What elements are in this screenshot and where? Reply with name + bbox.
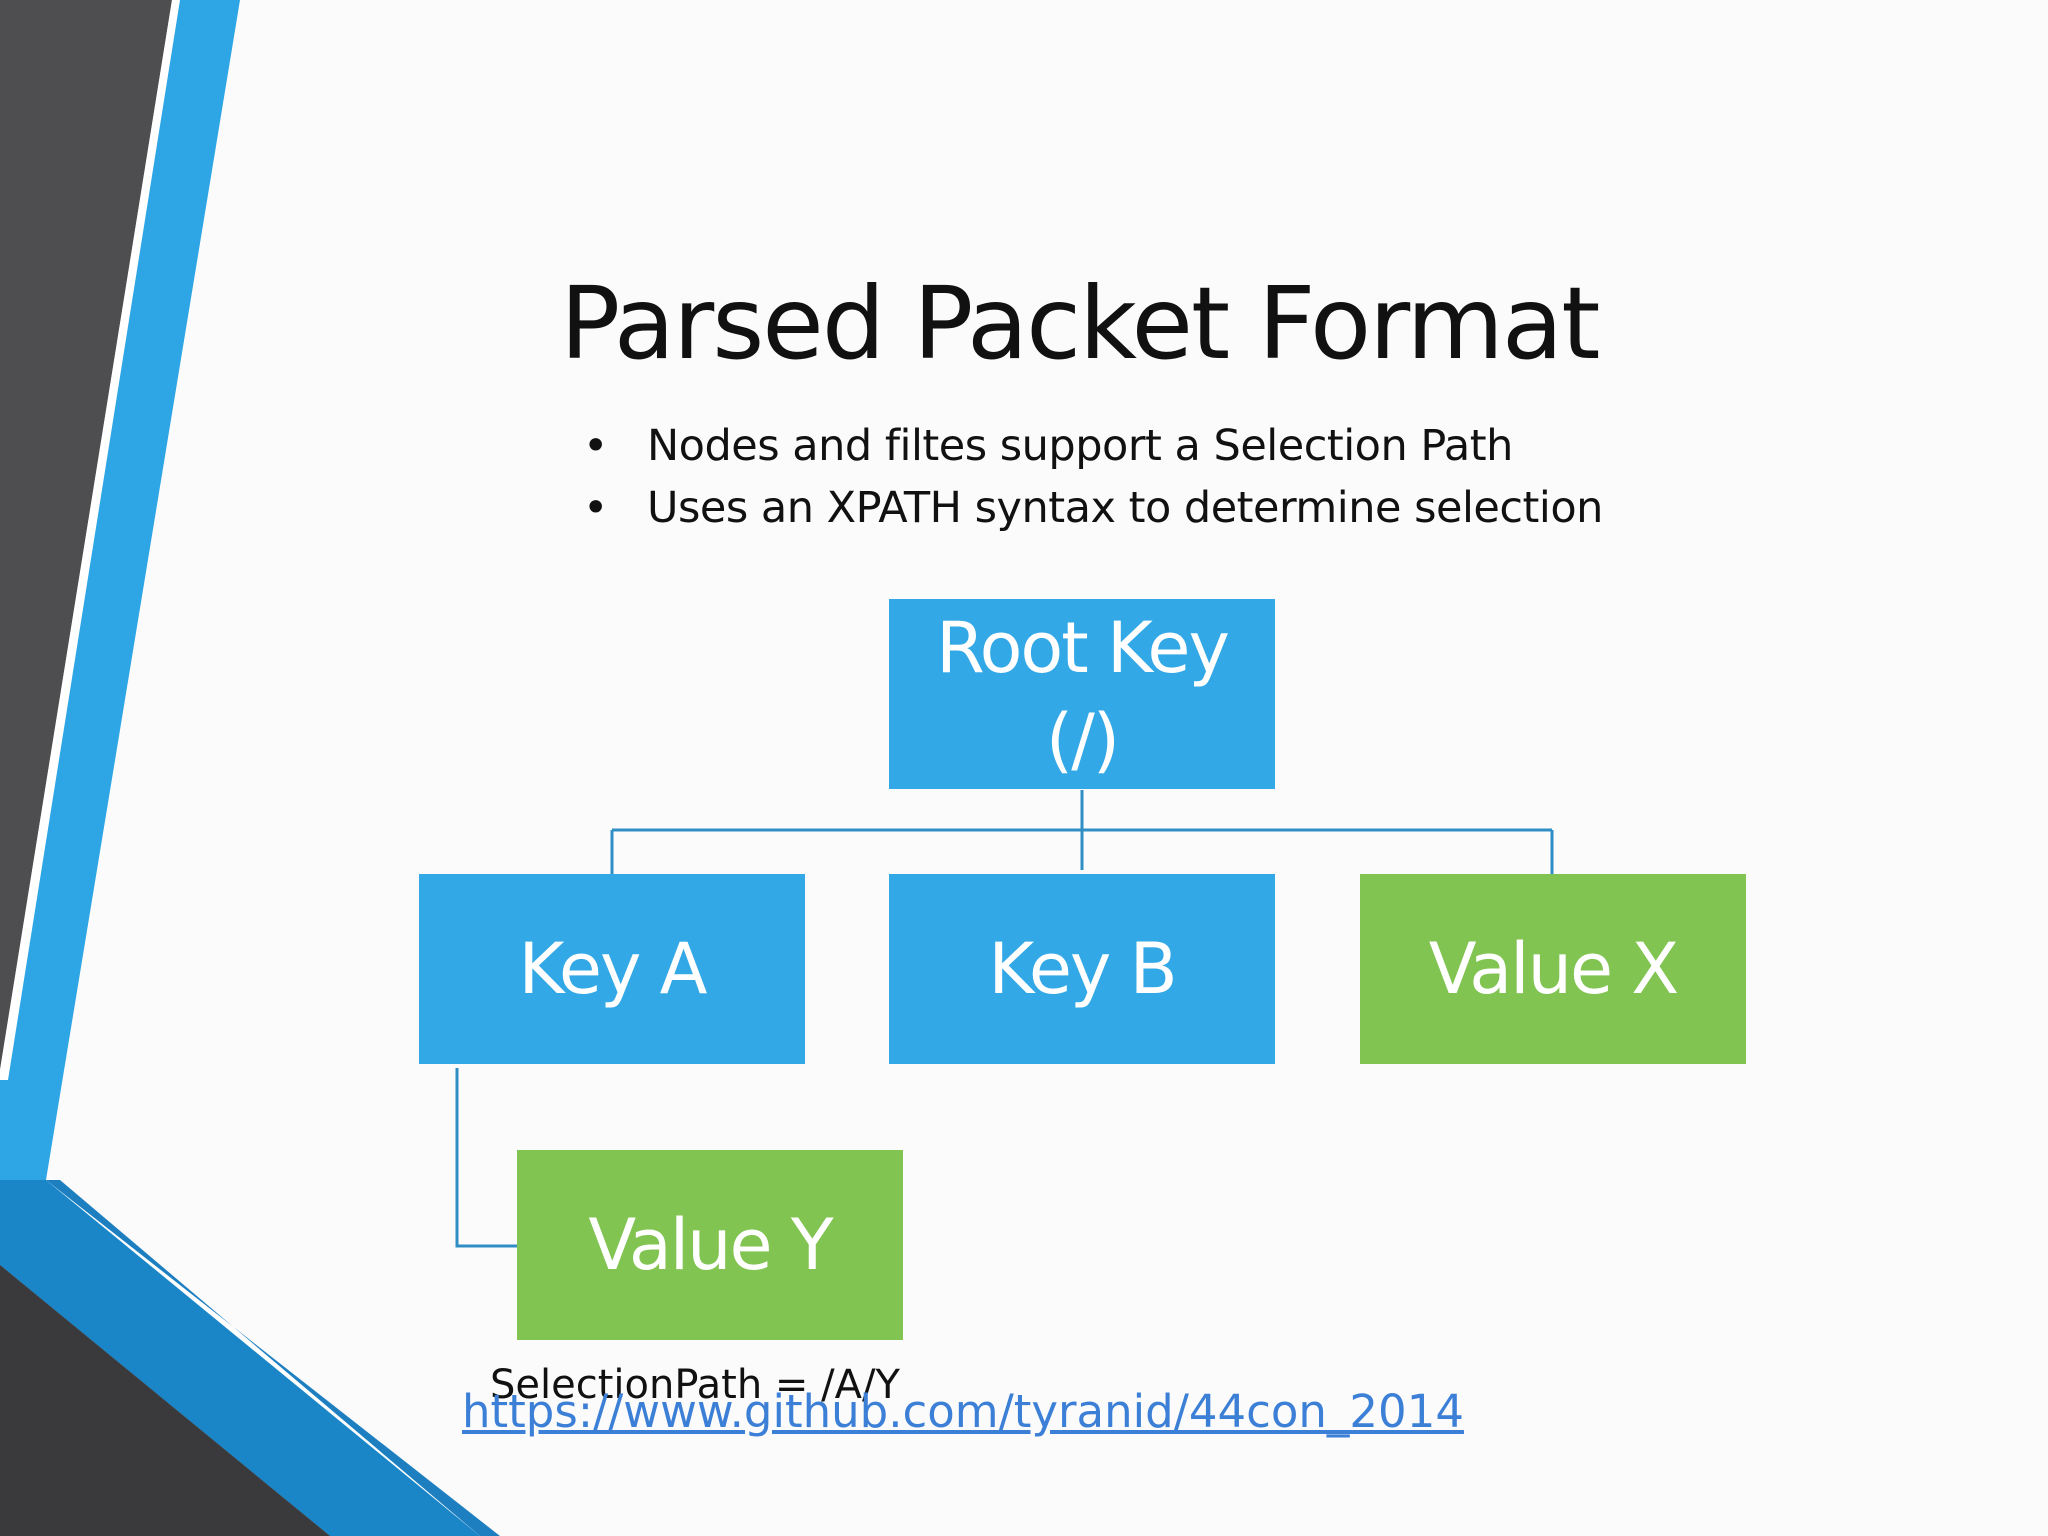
bottom-blue-band (46, 1180, 500, 1536)
left-blue-stripe (0, 0, 240, 1180)
bottom-dark-corner (0, 1265, 330, 1536)
bullet-item: • Uses an XPATH syntax to determine sele… (575, 477, 1603, 539)
node-value-x-label: Value X (1428, 928, 1679, 1010)
node-key-b: Key B (889, 874, 1275, 1064)
node-key-a: Key A (419, 874, 805, 1064)
bullet-dot: • (583, 421, 608, 471)
bullet-list: • Nodes and filtes support a Selection P… (575, 415, 1603, 539)
node-value-y-label: Value Y (588, 1204, 833, 1286)
bullet-text: Nodes and filtes support a Selection Pat… (647, 421, 1513, 471)
node-value-x: Value X (1360, 874, 1746, 1064)
node-key-b-label: Key B (988, 928, 1177, 1010)
bullet-item: • Nodes and filtes support a Selection P… (575, 415, 1603, 477)
bottom-blue-band-main (0, 1180, 480, 1536)
node-value-y: Value Y (517, 1150, 903, 1340)
node-root-key: Root Key (/) (889, 599, 1275, 789)
github-link[interactable]: https://www.github.com/tyranid/44con_201… (462, 1385, 1464, 1438)
left-white-stripe (0, 0, 180, 1080)
node-root-label: Root Key (936, 607, 1230, 689)
node-root-sublabel: (/) (1045, 699, 1120, 781)
bullet-dot: • (583, 483, 608, 533)
selection-path-caption: SelectionPath = /A/Y (490, 1362, 900, 1408)
node-key-a-label: Key A (518, 928, 707, 1010)
bullet-text: Uses an XPATH syntax to determine select… (647, 483, 1603, 533)
slide-title: Parsed Packet Format (560, 265, 1600, 382)
